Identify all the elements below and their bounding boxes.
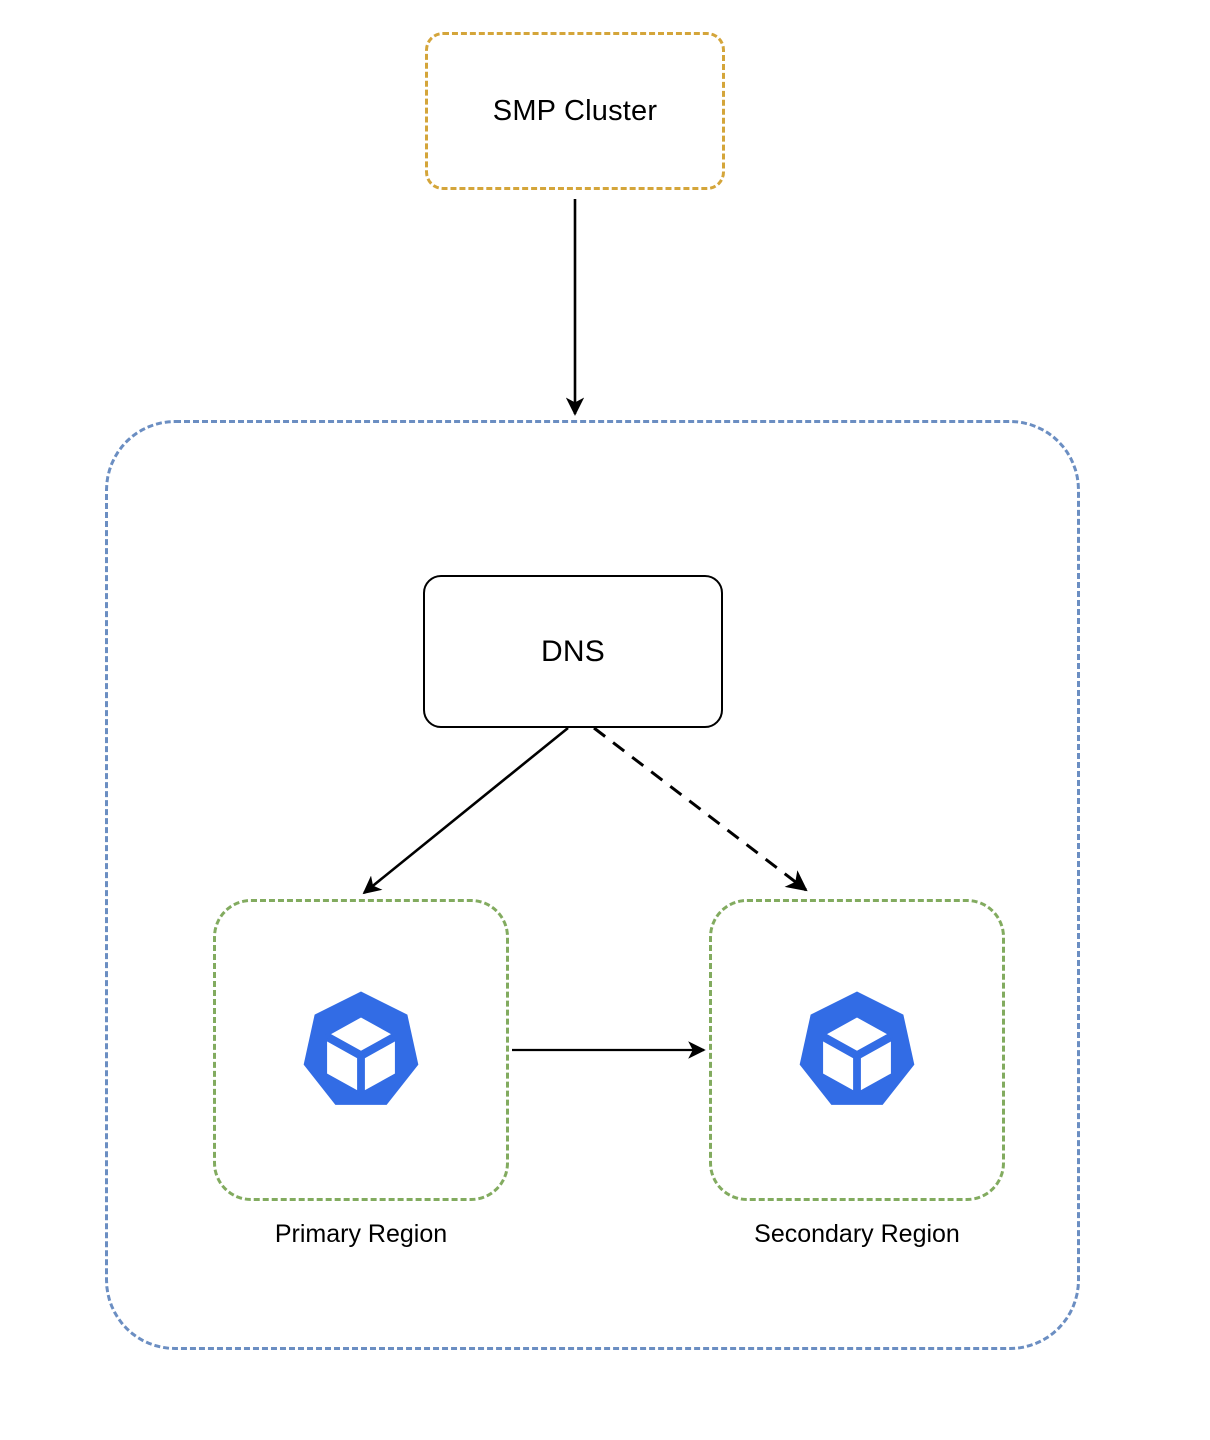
smp-cluster-node[interactable]: SMP Cluster: [425, 32, 725, 190]
dns-label: DNS: [541, 634, 605, 668]
kubernetes-icon: [300, 989, 422, 1111]
dns-node[interactable]: DNS: [423, 575, 723, 728]
secondary-region-label: Secondary Region: [754, 1220, 960, 1248]
primary-region-node[interactable]: [213, 899, 509, 1201]
kubernetes-icon: [796, 989, 918, 1111]
smp-cluster-label: SMP Cluster: [492, 94, 658, 127]
cloud-boundary-container[interactable]: [105, 420, 1080, 1350]
primary-region-label: Primary Region: [274, 1220, 448, 1248]
secondary-region-node[interactable]: [709, 899, 1005, 1201]
